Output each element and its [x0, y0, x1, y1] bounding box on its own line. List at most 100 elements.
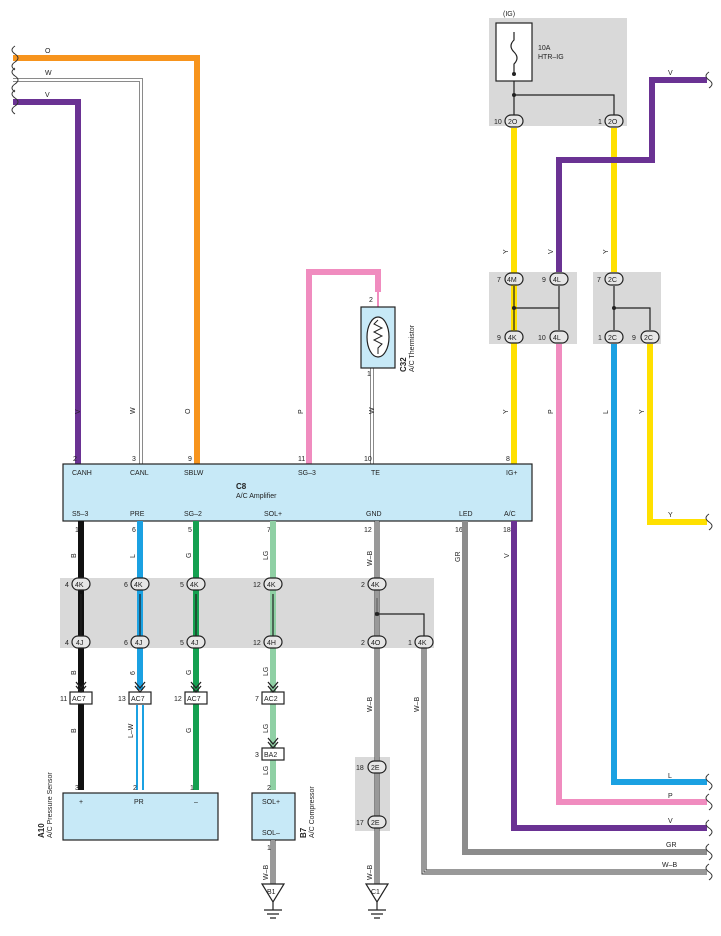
top-right-v-label: V	[668, 70, 673, 77]
yellow-out-wire	[647, 344, 707, 525]
comp-pin-top: SOL+	[262, 799, 280, 806]
ps-pin-label-1: +	[79, 799, 83, 806]
pin-4l-bot-num: 10	[538, 335, 546, 342]
ps-pin-num-3: 1	[190, 785, 194, 792]
wire-g3: G	[186, 728, 193, 733]
wire-g1: G	[186, 553, 193, 558]
fuse-pin-left: 2O	[508, 119, 518, 126]
2e-top-num: 18	[356, 765, 364, 772]
wire-lw: L–W	[128, 723, 135, 738]
input-wires	[13, 55, 200, 464]
ps-pin-label-3: –	[194, 799, 198, 806]
pressure-sensor-name: A/C Pressure Sensor	[47, 772, 54, 838]
out-y-label: Y	[668, 512, 673, 519]
ac7-b: AC7	[131, 696, 145, 703]
amp-bot-pin-label-7: A/C	[504, 511, 516, 518]
amp-top-pin-num-4: 11	[298, 456, 305, 463]
amp-top-wire-4: P	[298, 409, 305, 414]
output-p: P	[668, 793, 673, 800]
comp-pin-top-num: 2	[267, 785, 271, 792]
2e-top: 2E	[371, 765, 380, 772]
top-right-v-wire	[556, 77, 707, 272]
mid-top-label-3: 4K	[190, 582, 199, 589]
mid-top-label-4: 4K	[267, 582, 276, 589]
mid-top-num-3: 5	[180, 582, 184, 589]
2e-bot: 2E	[371, 820, 380, 827]
amp-top-pin-label-2: CANL	[130, 470, 149, 477]
amp-bot-pin-label-1: S5–3	[72, 511, 88, 518]
input-label-w: W	[45, 70, 52, 77]
wire-v1: V	[548, 249, 555, 254]
ac7-c: AC7	[187, 696, 201, 703]
ac-purple-wire	[511, 521, 707, 831]
amp-top-wire-5: W	[369, 407, 376, 414]
2e-bot-num: 17	[356, 820, 364, 827]
amp-bot-pin-num-5: 12	[364, 527, 372, 534]
wire-wb1: W–B	[367, 551, 374, 567]
amp-top-pin-label-3: SBLW	[184, 470, 204, 477]
ac7-c-num: 12	[174, 696, 182, 703]
pin-2c-l-num: 1	[598, 335, 602, 342]
amp-top-wire-1: V	[75, 409, 82, 414]
amp-top-pin-label-5: TE	[371, 470, 380, 477]
ba2: BA2	[264, 752, 277, 759]
wire-l: L	[603, 410, 610, 414]
ac2: AC2	[264, 696, 278, 703]
ground-c1-icon	[364, 883, 390, 919]
output-gr: GR	[666, 842, 677, 849]
amp-top-pin-num-2: 3	[132, 456, 136, 463]
wire-p: P	[548, 409, 555, 414]
ac7-a-num: 11	[60, 696, 67, 703]
wire-y1: Y	[503, 249, 510, 254]
pin-4l-top: 4L	[553, 277, 561, 284]
ground-b1-icon	[260, 883, 286, 919]
blue-l-wire	[611, 344, 707, 785]
pin-2c-r-num: 9	[632, 335, 636, 342]
wire-b1: B	[71, 553, 78, 558]
right-pills	[504, 114, 660, 344]
compressor-box	[251, 792, 296, 841]
wire-wb5: W–B	[263, 865, 270, 881]
mid-bot-num-5: 2	[361, 640, 365, 647]
wire-lg2: LG	[263, 667, 270, 676]
mid-bot-num-3: 5	[180, 640, 184, 647]
pin-4m: 4M	[507, 277, 517, 284]
pin-4l-top-num: 9	[542, 277, 546, 284]
pink-led-wire	[556, 344, 707, 805]
pressure-sensor-box	[62, 792, 219, 841]
pin-4m-num: 7	[497, 277, 501, 284]
mid-bot-num-4: 12	[253, 640, 261, 647]
amp-bot-pin-num-1: 1	[75, 527, 79, 534]
amp-top-pin-num-1: 2	[73, 456, 77, 463]
mid-pills	[71, 577, 434, 649]
amp-bot-pin-num-7: 18	[503, 527, 511, 534]
compressor-name: A/C Compressor	[309, 786, 316, 838]
pin-4k-right: 4K	[508, 335, 517, 342]
amp-top-pin-label-4: SG–3	[298, 470, 316, 477]
amp-bot-pin-num-6: 16	[455, 527, 463, 534]
wire-lg1: LG	[263, 551, 270, 560]
ac2-num: 7	[255, 696, 259, 703]
wire-gr1: GR	[455, 552, 462, 563]
mid-top-label-5: 4K	[371, 582, 380, 589]
comp-pin-bot-num: 1	[267, 845, 271, 852]
ba2-num: 3	[255, 752, 259, 759]
fuse-icon	[510, 32, 518, 74]
led-gr-wire	[462, 521, 707, 855]
amplifier-name: A/C Amplifier	[236, 493, 277, 500]
amp-top-wire-3: O	[185, 408, 192, 414]
wire-y4: Y	[639, 409, 646, 414]
mid-top-label-1: 4K	[75, 582, 84, 589]
break-marks	[11, 45, 19, 115]
amp-bot-pin-label-3: SG–2	[184, 511, 202, 518]
wire-b2: B	[71, 670, 78, 675]
wire-b3: B	[71, 728, 78, 733]
output-v: V	[668, 818, 673, 825]
amp-bot-pin-label-2: PRE	[130, 511, 145, 518]
wire-l1: L	[130, 554, 137, 558]
ps-pin-label-2: PR	[134, 799, 144, 806]
mid-top-num-2: 6	[124, 582, 128, 589]
pin-4k-right-num: 9	[497, 335, 501, 342]
wire-l1b: 6	[130, 671, 137, 675]
